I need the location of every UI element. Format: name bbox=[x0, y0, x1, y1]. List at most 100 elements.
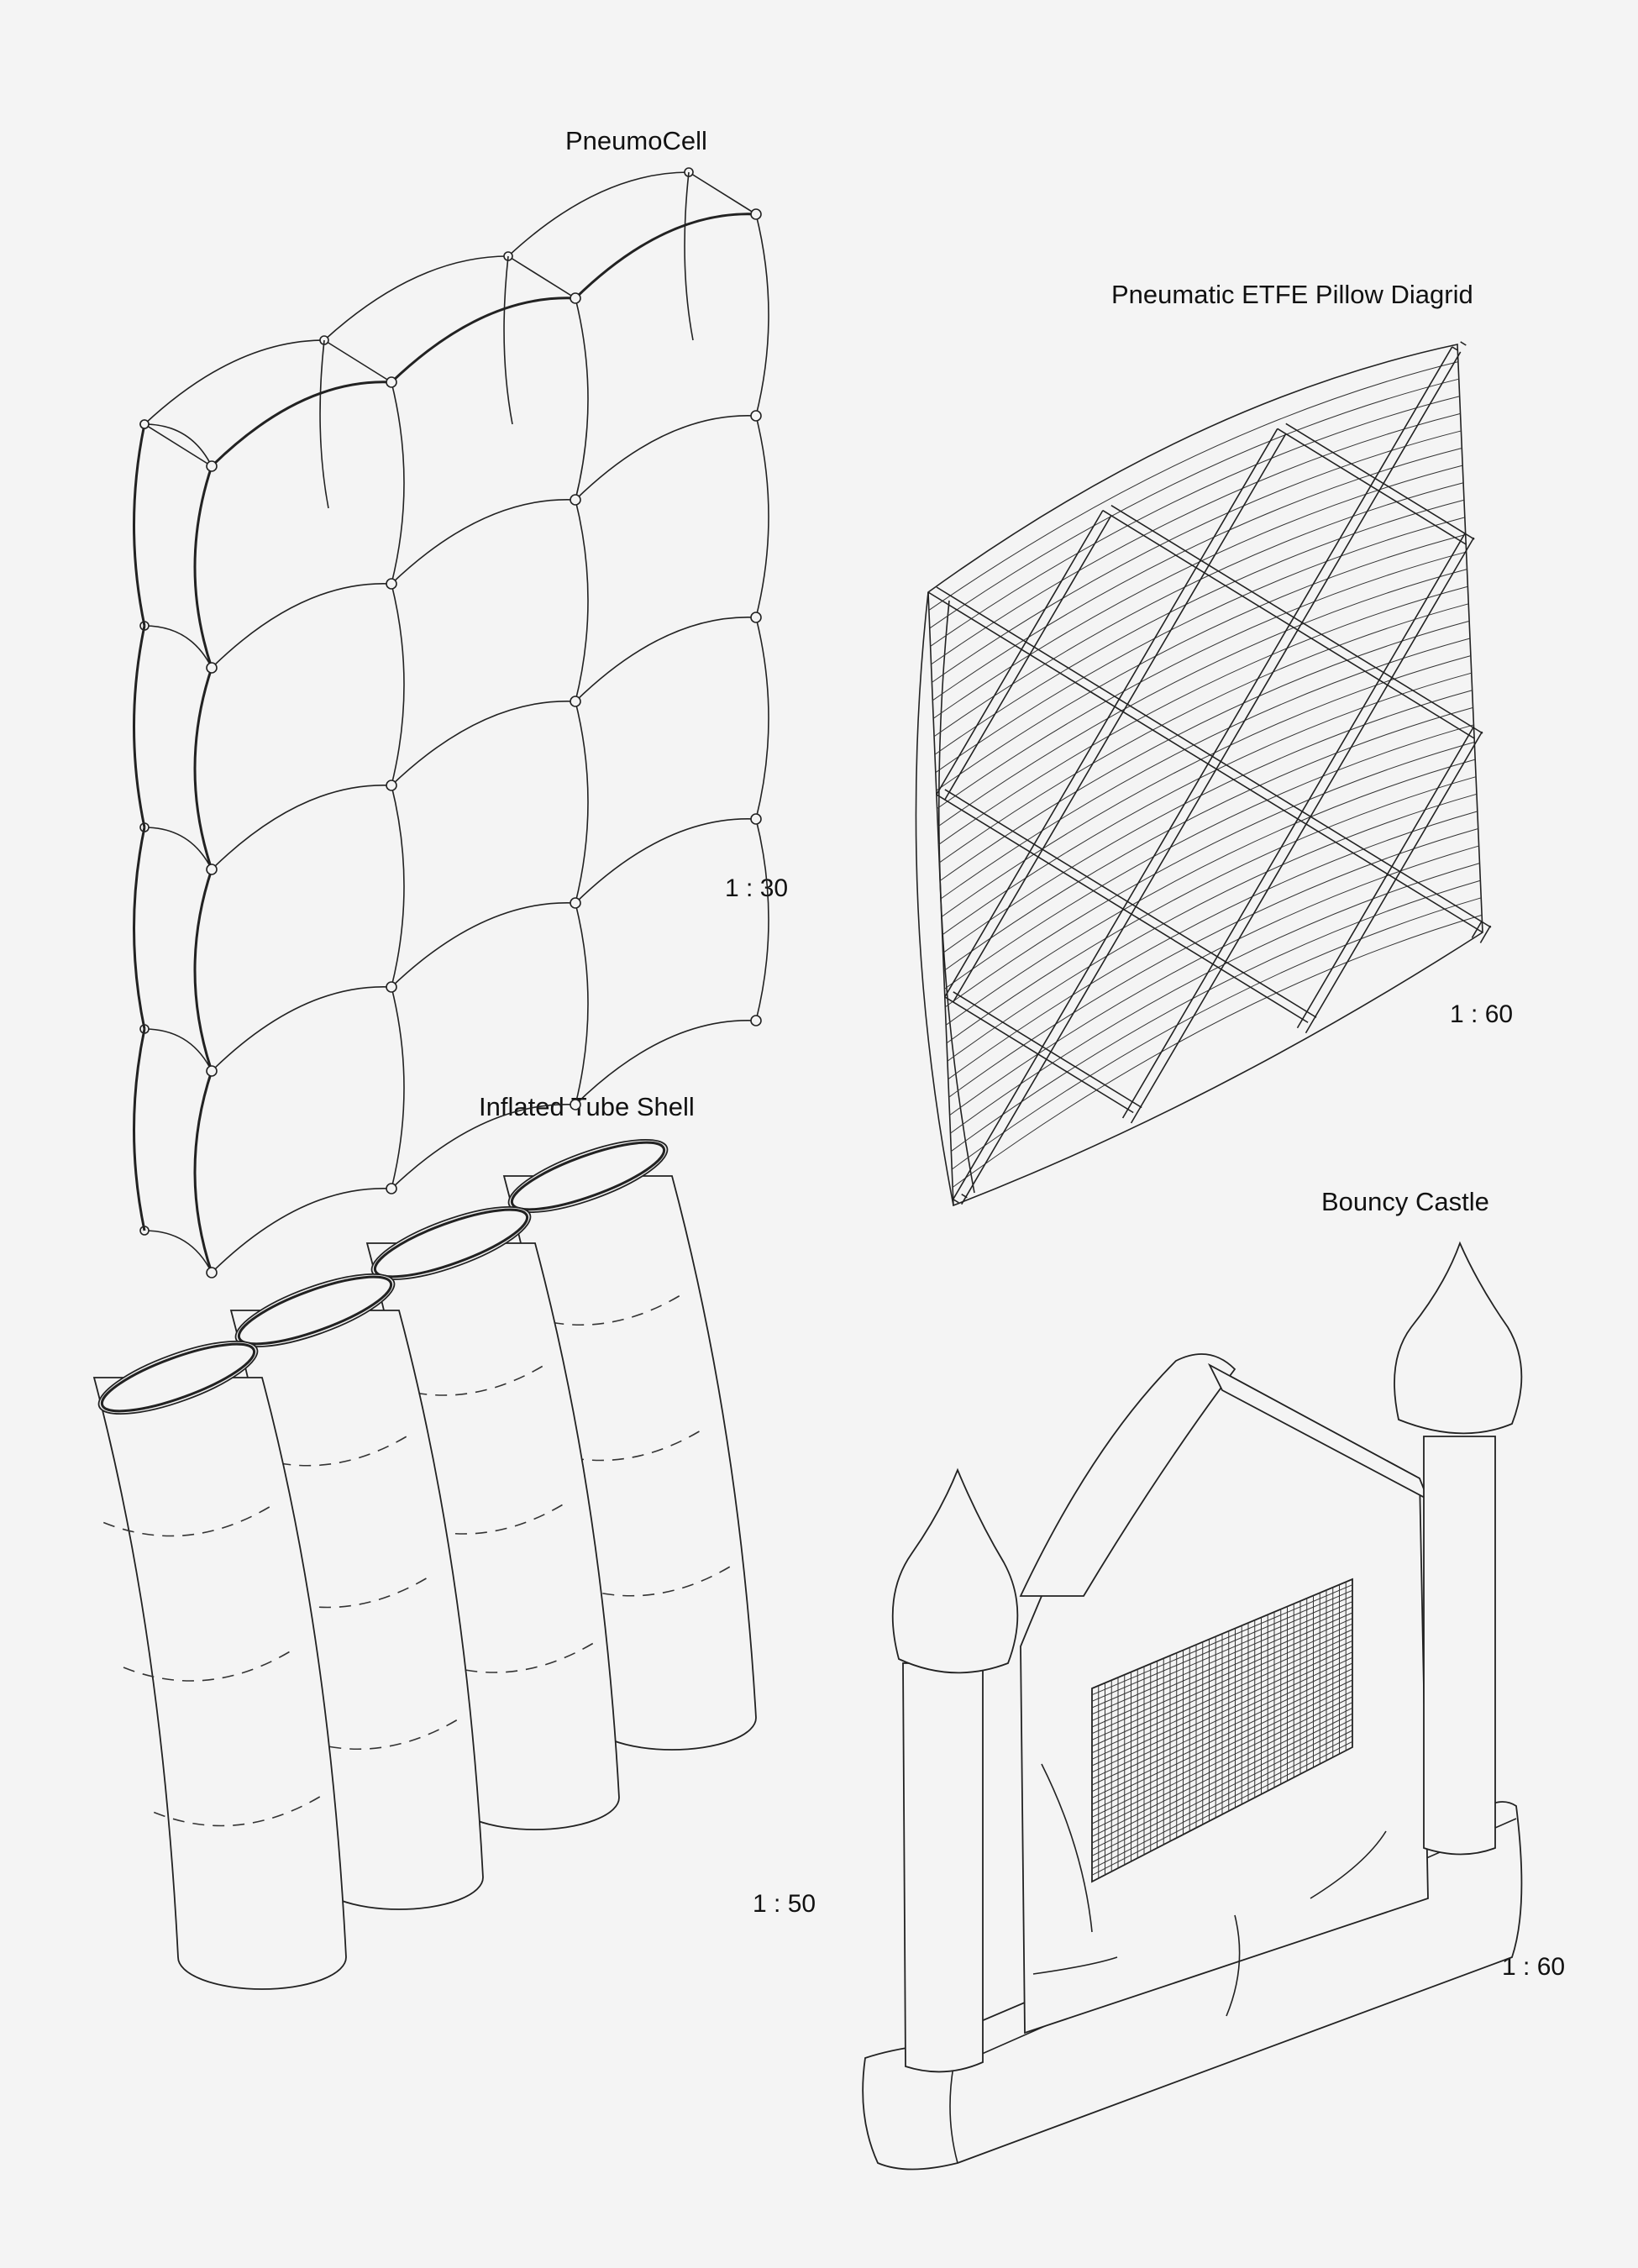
pneumocell-node bbox=[750, 612, 762, 623]
etfe-pillow-rib bbox=[938, 603, 1469, 864]
tube-seam bbox=[123, 1650, 292, 1682]
pneumocell-drawing bbox=[133, 167, 769, 1278]
etfe-diagrid-drawing bbox=[915, 341, 1492, 1207]
etfe-pillow-rib bbox=[935, 517, 1465, 774]
tube-top-rim bbox=[373, 1208, 529, 1278]
castle-wrinkle bbox=[1226, 1914, 1241, 2017]
etfe-pillow-rib bbox=[942, 672, 1472, 936]
etfe-pillow-rib bbox=[931, 412, 1461, 665]
pneumocell-back-seam bbox=[503, 255, 513, 425]
castle-mesh-line bbox=[1091, 1623, 1353, 1740]
etfe-diagrid-member bbox=[953, 346, 1453, 1200]
pneumocell-side bbox=[144, 625, 213, 669]
etfe-pillow-rib bbox=[943, 706, 1473, 972]
pneumocell-seam bbox=[193, 667, 213, 870]
pneumocell-seam bbox=[210, 381, 392, 468]
castle-mesh-line bbox=[1091, 1740, 1353, 1876]
etfe-diagrid-member bbox=[961, 351, 1462, 1205]
etfe-pillow-rib bbox=[951, 897, 1482, 1170]
pneumocell-top-seam bbox=[507, 171, 690, 257]
castle-mesh-line bbox=[1091, 1595, 1353, 1709]
etfe-scale: 1 : 60 bbox=[1450, 1000, 1514, 1028]
etfe-pillow-rib bbox=[932, 430, 1462, 683]
pneumocell-seam bbox=[575, 415, 757, 501]
etfe-diagrid-member bbox=[1102, 509, 1475, 739]
pneumocell-seam bbox=[575, 617, 757, 702]
etfe-edge bbox=[937, 600, 975, 1194]
tube-top-opening bbox=[97, 1340, 259, 1415]
pneumocell-seam bbox=[211, 785, 392, 870]
pneumocell-node bbox=[206, 460, 218, 472]
pneumocell-node bbox=[139, 419, 150, 429]
pneumocell-side bbox=[144, 827, 213, 870]
etfe-diagrid-member bbox=[1285, 423, 1475, 540]
castle-wrinkle bbox=[1032, 1956, 1118, 1975]
etfe-diagrid-member bbox=[1110, 504, 1483, 734]
castle-mesh-line bbox=[1091, 1646, 1353, 1767]
etfe-diagrid-member bbox=[927, 591, 1483, 933]
pneumocell-seam bbox=[391, 1104, 576, 1189]
etfe-diagrid-member bbox=[936, 586, 1492, 928]
castle-mesh-line bbox=[1091, 1673, 1353, 1798]
castle-mesh-line bbox=[1091, 1662, 1353, 1786]
pneumocell-node bbox=[386, 981, 397, 993]
pneumocell-scale: 1 : 30 bbox=[725, 874, 789, 902]
etfe-pillow-rib bbox=[952, 914, 1483, 1188]
pneumocell-seam bbox=[575, 297, 589, 501]
castle-left-spire bbox=[891, 1467, 1019, 1674]
pneumocell-seam bbox=[193, 869, 213, 1072]
castle-roof-tube bbox=[1019, 1353, 1236, 1597]
pneumocell-seam bbox=[755, 213, 769, 417]
etfe-pillow-rib bbox=[939, 620, 1470, 881]
castle-mesh-line bbox=[1091, 1640, 1353, 1760]
etfe-pillow-rib bbox=[951, 879, 1481, 1152]
castle-right-tower bbox=[1423, 1436, 1496, 1856]
castle-mesh-line bbox=[1091, 1730, 1353, 1863]
pneumocell-seam bbox=[575, 701, 589, 904]
castle-mesh-line bbox=[1091, 1685, 1353, 1812]
pneumocell-back-seam bbox=[684, 171, 694, 341]
pneumocell-seam bbox=[391, 986, 405, 1189]
tube-seam bbox=[102, 1504, 272, 1537]
castle-mesh-line bbox=[1091, 1635, 1353, 1754]
castle-wrinkle bbox=[1310, 1830, 1387, 1899]
etfe-edge bbox=[915, 591, 954, 1206]
etfe-pillow-rib bbox=[947, 793, 1478, 1062]
pneumocell-node bbox=[386, 376, 397, 388]
pneumocell-node bbox=[206, 662, 218, 674]
etfe-diagrid-member bbox=[1460, 341, 1467, 346]
pneumocell-seam bbox=[211, 986, 392, 1072]
pneumocell-seam bbox=[390, 297, 576, 384]
tube-top-opening bbox=[370, 1205, 532, 1281]
pneumocell-back-seam bbox=[133, 423, 146, 627]
pneumocell-seam bbox=[391, 701, 576, 786]
pneumocell-node bbox=[750, 813, 762, 825]
etfe-diagrid-member bbox=[953, 1199, 959, 1204]
etfe-diagrid-member bbox=[1130, 537, 1475, 1124]
etfe-diagrid-member bbox=[936, 794, 1309, 1023]
pneumocell-node bbox=[386, 1183, 397, 1194]
etfe-diagrid-member bbox=[1452, 346, 1458, 351]
etfe-pillow-rib bbox=[928, 361, 1459, 611]
etfe-diagrid-member bbox=[1296, 726, 1475, 1029]
pneumocell-seam bbox=[575, 902, 589, 1105]
pneumocell-top-link bbox=[507, 255, 576, 299]
pneumocell-seam bbox=[575, 1020, 757, 1105]
pneumocell-node bbox=[570, 1099, 581, 1110]
castle-mesh-line bbox=[1091, 1629, 1353, 1747]
etfe-diagrid-member bbox=[1305, 731, 1483, 1034]
pneumocell-seam bbox=[211, 583, 392, 669]
etfe-pillow-rib bbox=[948, 811, 1478, 1080]
pneumocell-seam bbox=[193, 465, 213, 669]
etfe-pillow-rib bbox=[929, 378, 1459, 629]
castle-mesh-line bbox=[1091, 1589, 1353, 1702]
pneumocell-node bbox=[206, 1267, 218, 1278]
pneumocell-back-seam bbox=[133, 827, 146, 1030]
pneumocell-seam bbox=[391, 499, 576, 585]
pneumocell-node bbox=[206, 864, 218, 875]
castle-mesh-line bbox=[1091, 1656, 1353, 1779]
pneumocell-seam bbox=[574, 213, 757, 300]
pneumocell-node bbox=[570, 494, 581, 506]
